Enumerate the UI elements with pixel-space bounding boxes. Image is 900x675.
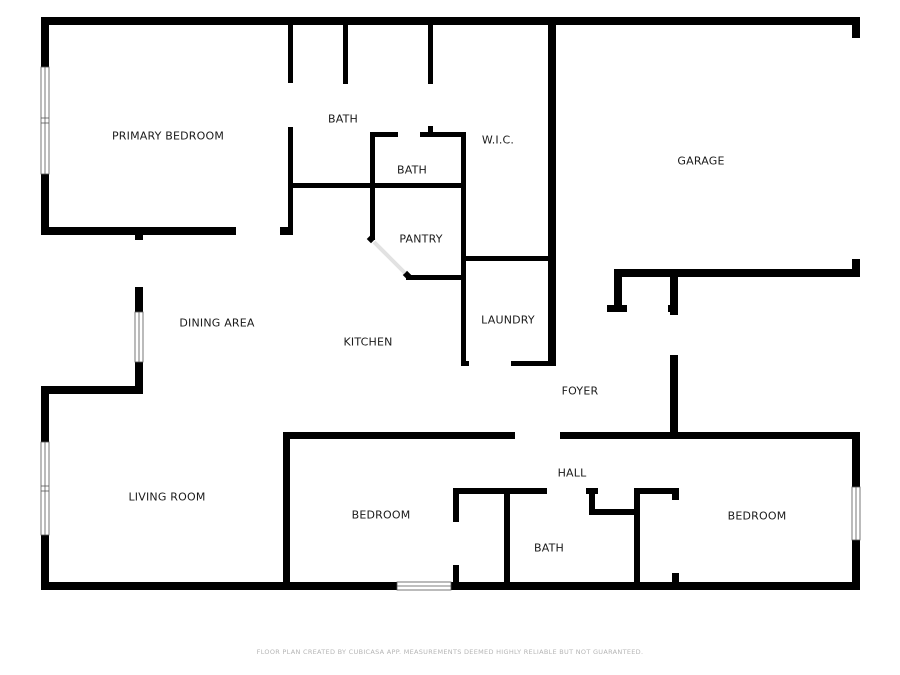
room-label-dining-area: DINING AREA xyxy=(179,316,255,330)
room-label-bath-3: BATH xyxy=(533,541,565,555)
pantry-door xyxy=(372,240,407,275)
walls xyxy=(41,17,860,590)
room-label-living-room: LIVING ROOM xyxy=(128,490,206,504)
room-label-kitchen: KITCHEN xyxy=(343,335,393,349)
windows xyxy=(40,66,861,591)
room-label-wic: W.I.C. xyxy=(481,133,515,147)
room-label-garage: GARAGE xyxy=(677,154,725,168)
room-label-foyer: FOYER xyxy=(561,384,599,398)
room-label-bath-2: BATH xyxy=(396,163,428,177)
room-label-bedroom-1: BEDROOM xyxy=(351,508,411,522)
room-label-pantry: PANTRY xyxy=(399,232,443,246)
room-label-bedroom-2: BEDROOM xyxy=(727,509,787,523)
room-label-primary-bedroom: PRIMARY BEDROOM xyxy=(111,129,225,143)
footer-disclaimer: FLOOR PLAN CREATED BY CUBICASA APP. MEAS… xyxy=(256,648,644,656)
room-label-hall: HALL xyxy=(557,466,587,480)
room-label-laundry: LAUNDRY xyxy=(481,313,535,327)
room-label-bath-1: BATH xyxy=(327,112,359,126)
